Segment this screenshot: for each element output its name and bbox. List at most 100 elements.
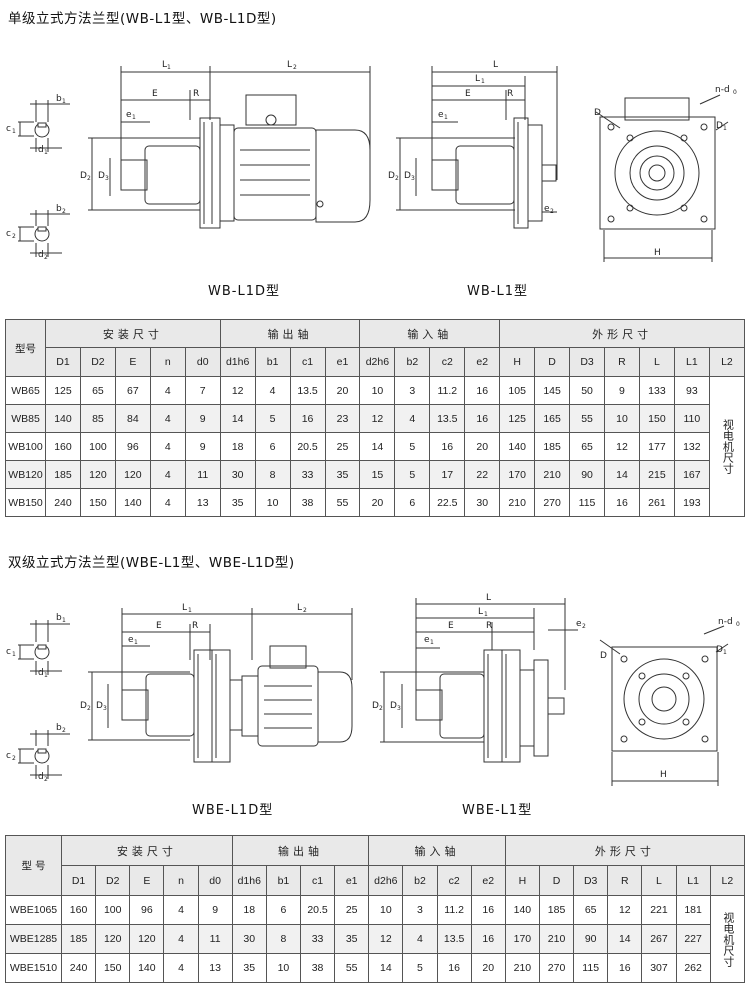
column-header: c2 [436,865,472,896]
svg-text:1: 1 [44,149,48,156]
column-header: e2 [464,347,501,377]
group-output: 输出轴 [219,319,361,348]
svg-text:E: E [448,621,454,631]
svg-text:c: c [6,647,11,657]
value-cell: 193 [673,488,710,517]
svg-text:1: 1 [12,651,16,658]
value-cell: 210 [534,460,571,489]
value-cell: 4 [163,924,199,954]
value-cell: 12 [359,404,396,433]
value-cell: 96 [129,895,165,925]
svg-text:n-d: n-d [718,617,733,627]
value-cell: 20 [324,376,361,405]
value-cell: 145 [534,376,571,405]
model-cell: WB150 [5,488,46,517]
column-header: d0 [184,347,221,377]
value-cell: 16 [289,404,326,433]
column-header: b2 [394,347,431,377]
svg-text:L: L [478,607,483,617]
svg-text:b: b [56,723,62,733]
value-cell: 55 [324,488,361,517]
value-cell: 4 [149,376,186,405]
svg-text:1: 1 [132,114,136,121]
svg-text:L: L [475,74,480,84]
value-cell: 210 [538,924,575,954]
value-cell: 16 [464,376,501,405]
svg-text:H: H [660,770,667,780]
value-cell: 65 [79,376,116,405]
value-cell: 10 [254,488,291,517]
value-cell: 8 [254,460,291,489]
svg-text:2: 2 [293,64,297,71]
svg-text:e: e [128,635,134,645]
column-header: D2 [95,865,131,896]
value-cell: 185 [45,460,81,489]
value-cell: 270 [534,488,571,517]
group-install: 安装尺寸 [45,319,221,348]
section1-title: 单级立式方法兰型(WB-L1型、WB-L1D型) [8,11,277,27]
svg-text:L: L [486,593,491,603]
svg-text:R: R [507,89,513,99]
value-cell: 23 [324,404,361,433]
svg-text:e: e [126,110,132,120]
l2-note-cell: 视电机尺寸 [709,895,746,983]
column-header: R [604,347,640,377]
caption-wb-l1: WB-L1型 [467,284,528,299]
value-cell: 177 [638,432,675,461]
value-cell: 185 [538,895,575,925]
column-header: n [149,347,186,377]
shaft-key-detail-4 [18,730,70,779]
value-cell: 18 [231,895,267,925]
value-cell: 5 [394,460,431,489]
column-header: c1 [299,865,336,896]
column-header: n [163,865,199,896]
value-cell: 140 [129,953,165,983]
value-cell: 12 [607,895,643,925]
svg-text:D: D [594,108,601,118]
value-cell: 33 [299,924,336,954]
value-cell: 90 [573,924,609,954]
value-cell: 150 [95,953,131,983]
svg-text:c: c [6,751,11,761]
value-cell: 22 [464,460,501,489]
value-cell: 4 [149,404,186,433]
column-header: D2 [79,347,116,377]
l2-note: 视电机尺寸 [721,419,734,474]
wbe-l1-side-view [380,598,578,763]
model-header: 型号 [5,319,46,377]
svg-text:d: d [38,668,44,678]
svg-text:d: d [38,250,44,260]
svg-text:D: D [96,701,103,711]
svg-text:2: 2 [62,208,66,215]
svg-text:d: d [38,772,44,782]
value-cell: 115 [569,488,605,517]
value-cell: 3 [402,895,438,925]
value-cell: 65 [573,895,609,925]
svg-text:D: D [388,171,395,181]
value-cell: 4 [163,953,199,983]
value-cell: 140 [504,895,540,925]
svg-text:b: b [56,94,62,104]
value-cell: 120 [95,924,131,954]
value-cell: 4 [149,460,186,489]
value-cell: 16 [607,953,643,983]
model-cell: WBE1065 [5,895,62,925]
value-cell: 14 [219,404,256,433]
column-header: E [114,347,151,377]
value-cell: 120 [129,924,165,954]
value-cell: 6 [254,432,291,461]
svg-text:L: L [182,603,187,613]
svg-text:2: 2 [87,705,91,712]
svg-text:D: D [98,171,105,181]
value-cell: 20.5 [289,432,326,461]
value-cell: 55 [334,953,370,983]
value-cell: 270 [538,953,575,983]
value-cell: 20.5 [299,895,336,925]
value-cell: 4 [402,924,438,954]
l2-note: 视电机尺寸 [721,911,734,967]
value-cell: 125 [45,376,81,405]
value-cell: 13.5 [289,376,326,405]
svg-text:e: e [544,204,550,214]
svg-text:1: 1 [44,672,48,679]
